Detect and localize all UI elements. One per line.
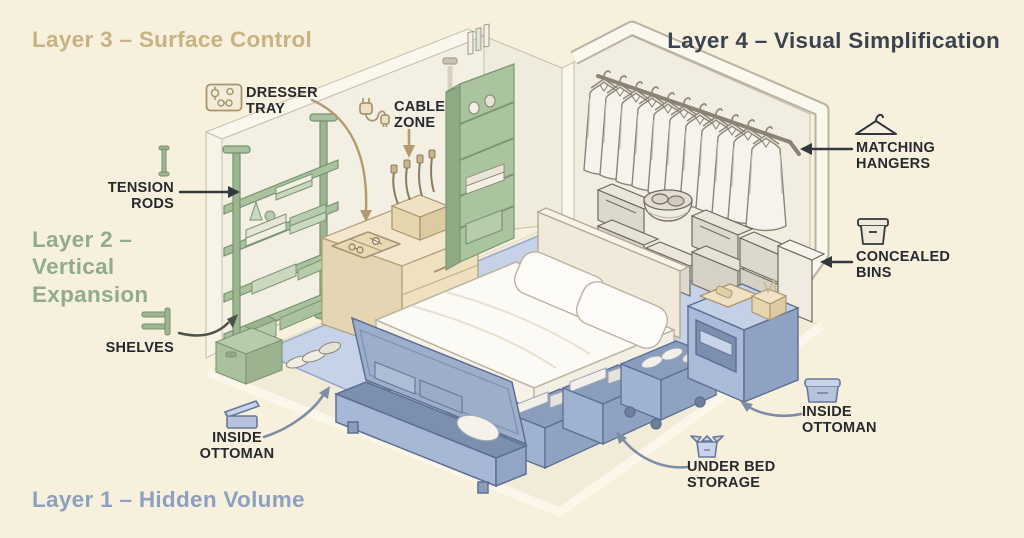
pillows — [513, 251, 669, 349]
inside-ottoman-right-label: INSIDE OTTOMAN — [802, 404, 877, 437]
layer-1-title: Layer 1 – Hidden Volume — [32, 487, 305, 512]
shelf-icon — [141, 307, 171, 336]
cable-zone-organizer — [390, 149, 450, 241]
concealed-bins-label: CONCEALED BINS — [856, 249, 951, 282]
open-ottoman-icon — [223, 400, 261, 429]
dresser-top-tray — [331, 231, 401, 259]
concealed-bin-icon — [857, 218, 889, 245]
matching-hangers-label: MATCHING HANGERS — [856, 140, 936, 173]
closed-ottoman-icon — [804, 378, 841, 403]
tension-rods-label: TENSION RODS — [107, 180, 174, 213]
tension-rod-shelving — [214, 113, 342, 385]
layer-4-title: Layer 4 – Visual Simplification — [667, 28, 1000, 53]
dresser-tray-icon — [205, 83, 243, 112]
open-box-icon — [690, 435, 724, 458]
callout-arrows — [177, 98, 854, 469]
cable-zone-label: CABLE ZONE — [394, 99, 446, 132]
tension-rod-icon — [158, 145, 170, 177]
under-bed-storage-label: UNDER BED STORAGE — [687, 459, 776, 492]
shelves-label: SHELVES — [105, 340, 174, 356]
bookcase — [442, 23, 515, 272]
layer-3-title: Layer 3 – Surface Control — [32, 27, 313, 52]
cable-plug-icon — [359, 98, 390, 127]
inside-ottoman-left-label: INSIDE OTTOMAN — [199, 430, 275, 463]
storage-ottoman — [333, 316, 529, 494]
dresser-tray-label: DRESSER TRAY — [246, 85, 318, 118]
nightstand — [686, 277, 800, 404]
hanger-icon — [855, 113, 897, 135]
closet-rod — [596, 74, 801, 156]
layer-2-title: Layer 2 – Vertical Expansion — [32, 227, 149, 307]
